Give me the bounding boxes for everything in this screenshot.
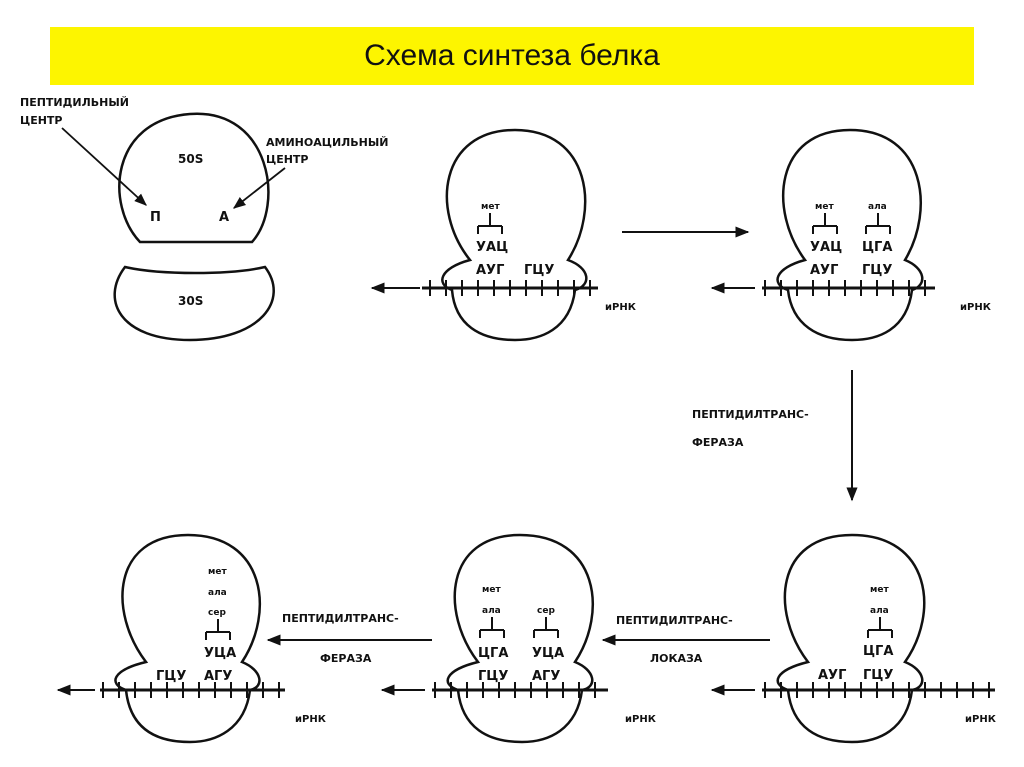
site-p-label: П (150, 210, 161, 225)
amino-acid-label: ала (208, 588, 227, 598)
mrna-label: иРНК (605, 302, 637, 313)
ribosome-stage-5: иРНК мет ала сер ГЦУ УЦА АГУ (56, 533, 327, 744)
codon-label: АУГ (476, 263, 504, 278)
small-subunit-30s (113, 265, 275, 342)
codon-label: АГУ (204, 669, 232, 684)
codon-label: ГЦУ (524, 263, 554, 278)
aminoacyl-center-label-2: ЦЕНТР (266, 153, 309, 166)
anticodon-label: ЦГА (862, 240, 892, 255)
amino-acid-label: мет (482, 585, 501, 595)
ribosome-stage-4: иРНК мет ала сер ЦГА УЦА ГЦУ АГУ (380, 533, 657, 744)
aminoacyl-pointer-arrow (233, 167, 286, 209)
codon-label: ГЦУ (862, 263, 892, 278)
peptidyl-center-label-2: ЦЕНТР (20, 114, 63, 127)
amino-acid-label: мет (870, 585, 889, 595)
amino-acid-label: сер (208, 608, 226, 618)
ribosome-stage-2: иРНК мет ала УАЦ ЦГА АУГ ГЦУ (710, 128, 992, 342)
codon-label: АУГ (818, 668, 846, 683)
enzyme-label: ФЕРАЗА (320, 652, 372, 665)
mrna-label: иРНК (965, 714, 997, 725)
amino-acid-label: сер (537, 606, 555, 616)
enzyme-label: ПЕПТИДИЛТРАНС- (282, 612, 399, 625)
codon-label: ГЦУ (156, 669, 186, 684)
anticodon-label: УАЦ (810, 240, 842, 255)
codon-label: ГЦУ (863, 668, 893, 683)
mrna-label: иРНК (625, 714, 657, 725)
codon-label: ГЦУ (478, 669, 508, 684)
amino-acid-label: ала (868, 202, 887, 212)
mrna-label: иРНК (960, 302, 992, 313)
enzyme-label: ПЕПТИДИЛТРАНС- (616, 614, 733, 627)
ribosome-stage-3: иРНК мет ала ЦГА АУГ ГЦУ (710, 533, 997, 744)
amino-acid-label: ала (870, 606, 889, 616)
amino-acid-label: ала (482, 606, 501, 616)
anticodon-label: УЦА (204, 646, 236, 661)
aminoacyl-center-label-1: АМИНОАЦИЛЬНЫЙ (266, 136, 388, 149)
enzyme-label: ЛОКАЗА (650, 652, 703, 665)
anticodon-label: УАЦ (476, 240, 508, 255)
page-title: Схема синтеза белка (364, 39, 660, 72)
anticodon-label: ЦГА (478, 646, 508, 661)
free-ribosome-subunits: 50S 30S П А ПЕПТИДИЛЬНЫЙ ЦЕНТР АМИНОАЦИЛ… (20, 96, 388, 342)
codon-label: АГУ (532, 669, 560, 684)
anticodon-label: УЦА (532, 646, 564, 661)
peptidyl-center-label-1: ПЕПТИДИЛЬНЫЙ (20, 96, 129, 109)
amino-acid-label: мет (815, 202, 834, 212)
large-subunit-label: 50S (178, 152, 203, 166)
site-a-label: А (219, 210, 229, 225)
enzyme-label: ФЕРАЗА (692, 436, 744, 449)
peptidyl-pointer-arrow (61, 127, 147, 206)
title-banner: Схема синтеза белка (50, 27, 974, 85)
large-subunit-50s (118, 112, 270, 244)
ribosome-stage-1: иРНК мет УАЦ АУГ ГЦУ (370, 128, 637, 342)
amino-acid-label: мет (208, 567, 227, 577)
codon-label: АУГ (810, 263, 838, 278)
enzyme-label: ПЕПТИДИЛТРАНС- (692, 408, 809, 421)
mrna-label: иРНК (295, 714, 327, 725)
anticodon-label: ЦГА (863, 644, 893, 659)
small-subunit-label: 30S (178, 294, 203, 308)
amino-acid-label: мет (481, 202, 500, 212)
